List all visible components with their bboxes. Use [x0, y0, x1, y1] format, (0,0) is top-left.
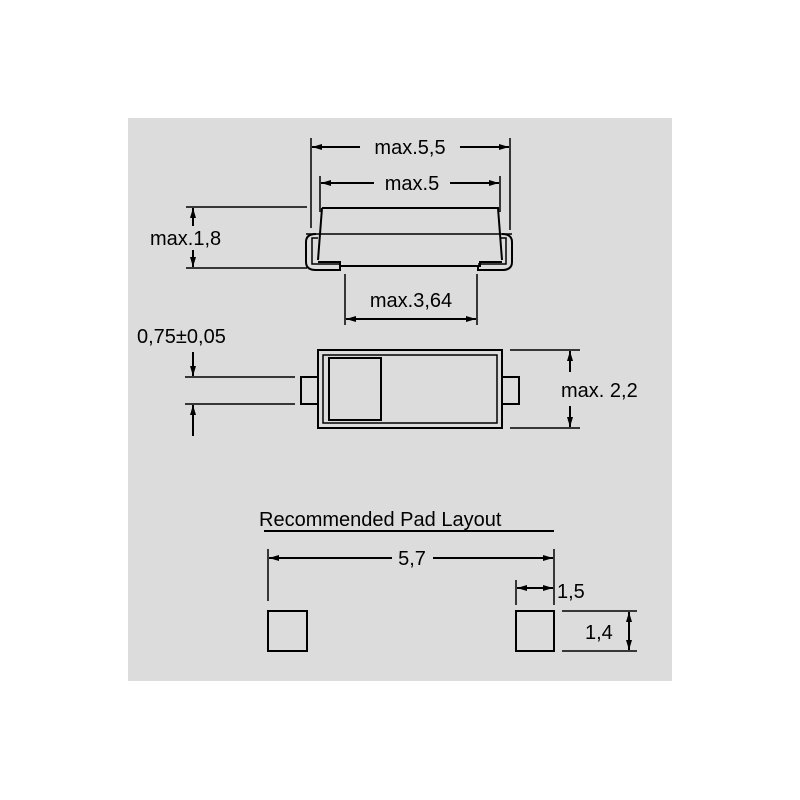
body-length-label: max.5 — [385, 173, 439, 195]
pad-layout: Recommended Pad Layout 5,7 1,5 1,4 — [259, 509, 637, 652]
pad-right — [515, 610, 555, 652]
pad-left — [267, 610, 308, 652]
lead-spacing-label: max.3,64 — [370, 290, 452, 312]
dimension-lead-spacing: max.3,64 — [344, 274, 478, 325]
lead-thickness-label: 0,75±0,05 — [137, 326, 226, 348]
dimension-overall-length: max.5,5 — [310, 137, 511, 230]
package-side-view — [305, 207, 513, 271]
dimension-lead-thickness: 0,75±0,05 — [137, 326, 295, 436]
pad-height-label: 1,4 — [585, 622, 613, 644]
height-label: max.1,8 — [150, 228, 221, 250]
drawing-background — [128, 118, 672, 681]
pad-width-label: 1,5 — [557, 581, 585, 603]
dimension-height: max.1,8 — [150, 206, 307, 269]
overall-length-label: max.5,5 — [374, 137, 445, 159]
dimension-body-length: max.5 — [319, 173, 501, 212]
cathode-band — [328, 357, 382, 421]
dimension-width: max. 2,2 — [510, 349, 638, 429]
package-top-view — [300, 349, 520, 429]
pad-pitch-label: 5,7 — [398, 548, 426, 570]
width-label: max. 2,2 — [561, 380, 638, 402]
pad-layout-title: Recommended Pad Layout — [259, 509, 502, 531]
